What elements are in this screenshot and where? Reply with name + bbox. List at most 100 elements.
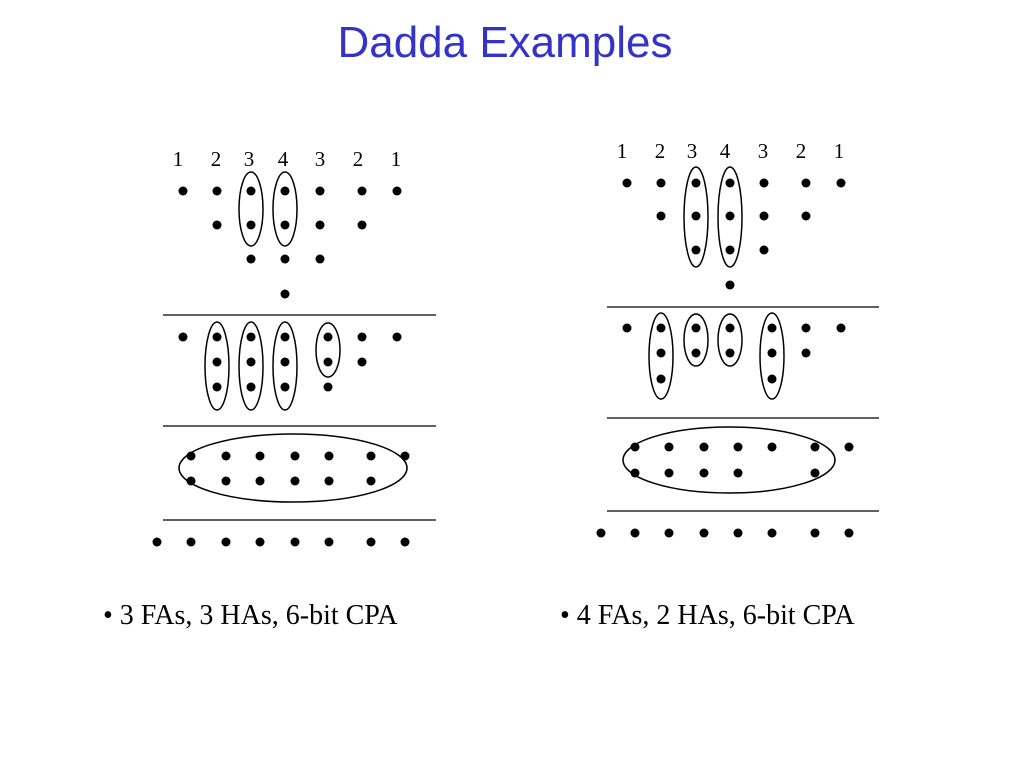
dot — [280, 186, 290, 196]
example-1-caption: • 3 FAs, 3 HAs, 6-bit CPA — [103, 600, 398, 631]
column-height-label: 3 — [687, 139, 698, 163]
dot — [759, 178, 769, 188]
dot — [801, 178, 811, 188]
dot — [357, 357, 367, 367]
dot — [280, 357, 290, 367]
dot — [733, 442, 743, 452]
example-1-stage-3-dots — [186, 451, 410, 486]
dot — [255, 451, 265, 461]
dot — [246, 220, 256, 230]
dot — [315, 254, 325, 264]
example-2-column-heights: 1 2 3 4 3 2 1 — [617, 139, 845, 163]
dot — [392, 186, 402, 196]
dot — [357, 332, 367, 342]
dot — [810, 468, 820, 478]
dot — [810, 442, 820, 452]
dot — [733, 468, 743, 478]
dot — [255, 537, 265, 547]
dot — [801, 323, 811, 333]
dot — [656, 211, 666, 221]
column-height-label: 2 — [211, 147, 222, 171]
dot — [212, 220, 222, 230]
dot — [725, 280, 735, 290]
dot — [366, 537, 376, 547]
dot — [725, 348, 735, 358]
dot — [691, 323, 701, 333]
example-1-stage-2-groupings — [204, 321, 341, 411]
dot — [733, 528, 743, 538]
dot — [246, 357, 256, 367]
dot — [280, 382, 290, 392]
dot — [691, 245, 701, 255]
dot — [357, 220, 367, 230]
dot — [596, 528, 606, 538]
dot — [836, 323, 846, 333]
dot — [656, 348, 666, 358]
dot — [801, 211, 811, 221]
dot — [290, 537, 300, 547]
example-2-result-dots — [596, 528, 854, 538]
dot — [622, 323, 632, 333]
dot — [630, 442, 640, 452]
dot — [622, 178, 632, 188]
dot — [246, 254, 256, 264]
dot — [212, 382, 222, 392]
dot — [221, 537, 231, 547]
dot — [178, 186, 188, 196]
column-height-label: 2 — [655, 139, 666, 163]
example-2-stage-2-groupings — [648, 312, 785, 400]
column-height-label: 1 — [391, 147, 402, 171]
example-1: 1 2 3 4 3 2 1 — [152, 147, 436, 547]
dot — [280, 220, 290, 230]
dot — [323, 332, 333, 342]
dot — [767, 528, 777, 538]
dot — [246, 382, 256, 392]
dot — [290, 476, 300, 486]
dot — [844, 528, 854, 538]
dot — [186, 476, 196, 486]
page-title: Dadda Examples — [337, 18, 673, 67]
dot — [280, 289, 290, 299]
dot — [767, 323, 777, 333]
dot — [315, 220, 325, 230]
dot — [767, 374, 777, 384]
dot — [212, 357, 222, 367]
column-height-label: 3 — [315, 147, 326, 171]
dot — [178, 332, 188, 342]
example-2-stage-1-groupings — [683, 166, 743, 268]
dot — [691, 178, 701, 188]
column-height-label: 2 — [796, 139, 807, 163]
dot — [324, 537, 334, 547]
dot — [699, 442, 709, 452]
example-1-stage-1-dots — [178, 186, 402, 299]
column-height-label: 4 — [278, 147, 289, 171]
dot — [691, 211, 701, 221]
dot — [212, 332, 222, 342]
dot — [392, 332, 402, 342]
dot — [759, 211, 769, 221]
example-1-stage-1-groupings — [238, 171, 298, 247]
example-1-stage-2-dots — [178, 332, 402, 392]
column-height-label: 1 — [834, 139, 845, 163]
dot — [664, 468, 674, 478]
dot — [767, 348, 777, 358]
example-1-column-heights: 1 2 3 4 3 2 1 — [173, 147, 402, 171]
half-adder-grouping — [683, 313, 709, 367]
dot — [221, 451, 231, 461]
dot — [212, 186, 222, 196]
dot — [725, 245, 735, 255]
dot — [725, 323, 735, 333]
dot — [323, 382, 333, 392]
example-1-result-dots — [152, 537, 410, 547]
dot — [656, 374, 666, 384]
example-2-stage-1-dots — [622, 178, 846, 290]
full-adder-grouping — [717, 166, 743, 268]
dot — [810, 528, 820, 538]
example-2-stage-2-dots — [622, 323, 846, 384]
half-adder-grouping — [717, 313, 743, 367]
dot — [767, 442, 777, 452]
dot — [290, 451, 300, 461]
dot — [315, 186, 325, 196]
column-height-label: 1 — [173, 147, 184, 171]
carry-propagate-adder-grouping — [178, 433, 408, 503]
